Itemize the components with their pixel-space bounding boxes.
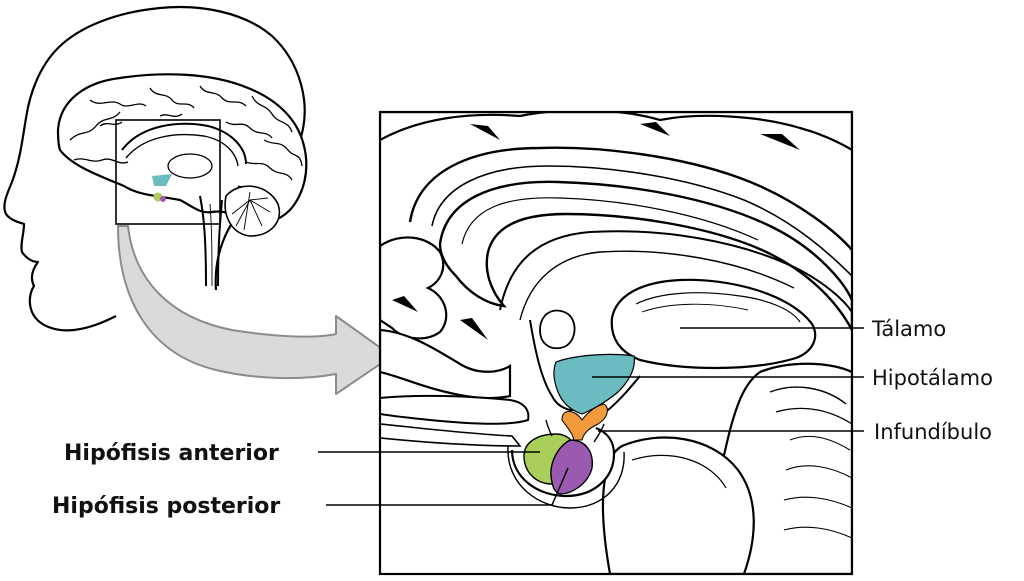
label-hypothalamus: Hipotálamo: [872, 366, 993, 390]
enlarged-view: [380, 112, 852, 574]
zoom-arrow: [117, 225, 393, 395]
infundibulum-region: [561, 403, 608, 441]
label-posterior-pituitary: Hipófisis posterior: [52, 494, 280, 519]
label-infundibulum: Infundíbulo: [874, 420, 992, 444]
head-silhouette: [3, 5, 306, 332]
leader-lines: [318, 327, 864, 506]
label-anterior-pituitary: Hipófisis anterior: [64, 441, 279, 466]
small-brain: [56, 73, 308, 287]
enlarged-view-border: [378, 110, 854, 576]
zoom-box: [115, 119, 221, 225]
posterior-pituitary-region: [550, 439, 593, 495]
hypothalamus-region: [553, 353, 635, 415]
posterior-pituitary-leader: [326, 467, 569, 506]
label-thalamus: Tálamo: [871, 317, 946, 341]
